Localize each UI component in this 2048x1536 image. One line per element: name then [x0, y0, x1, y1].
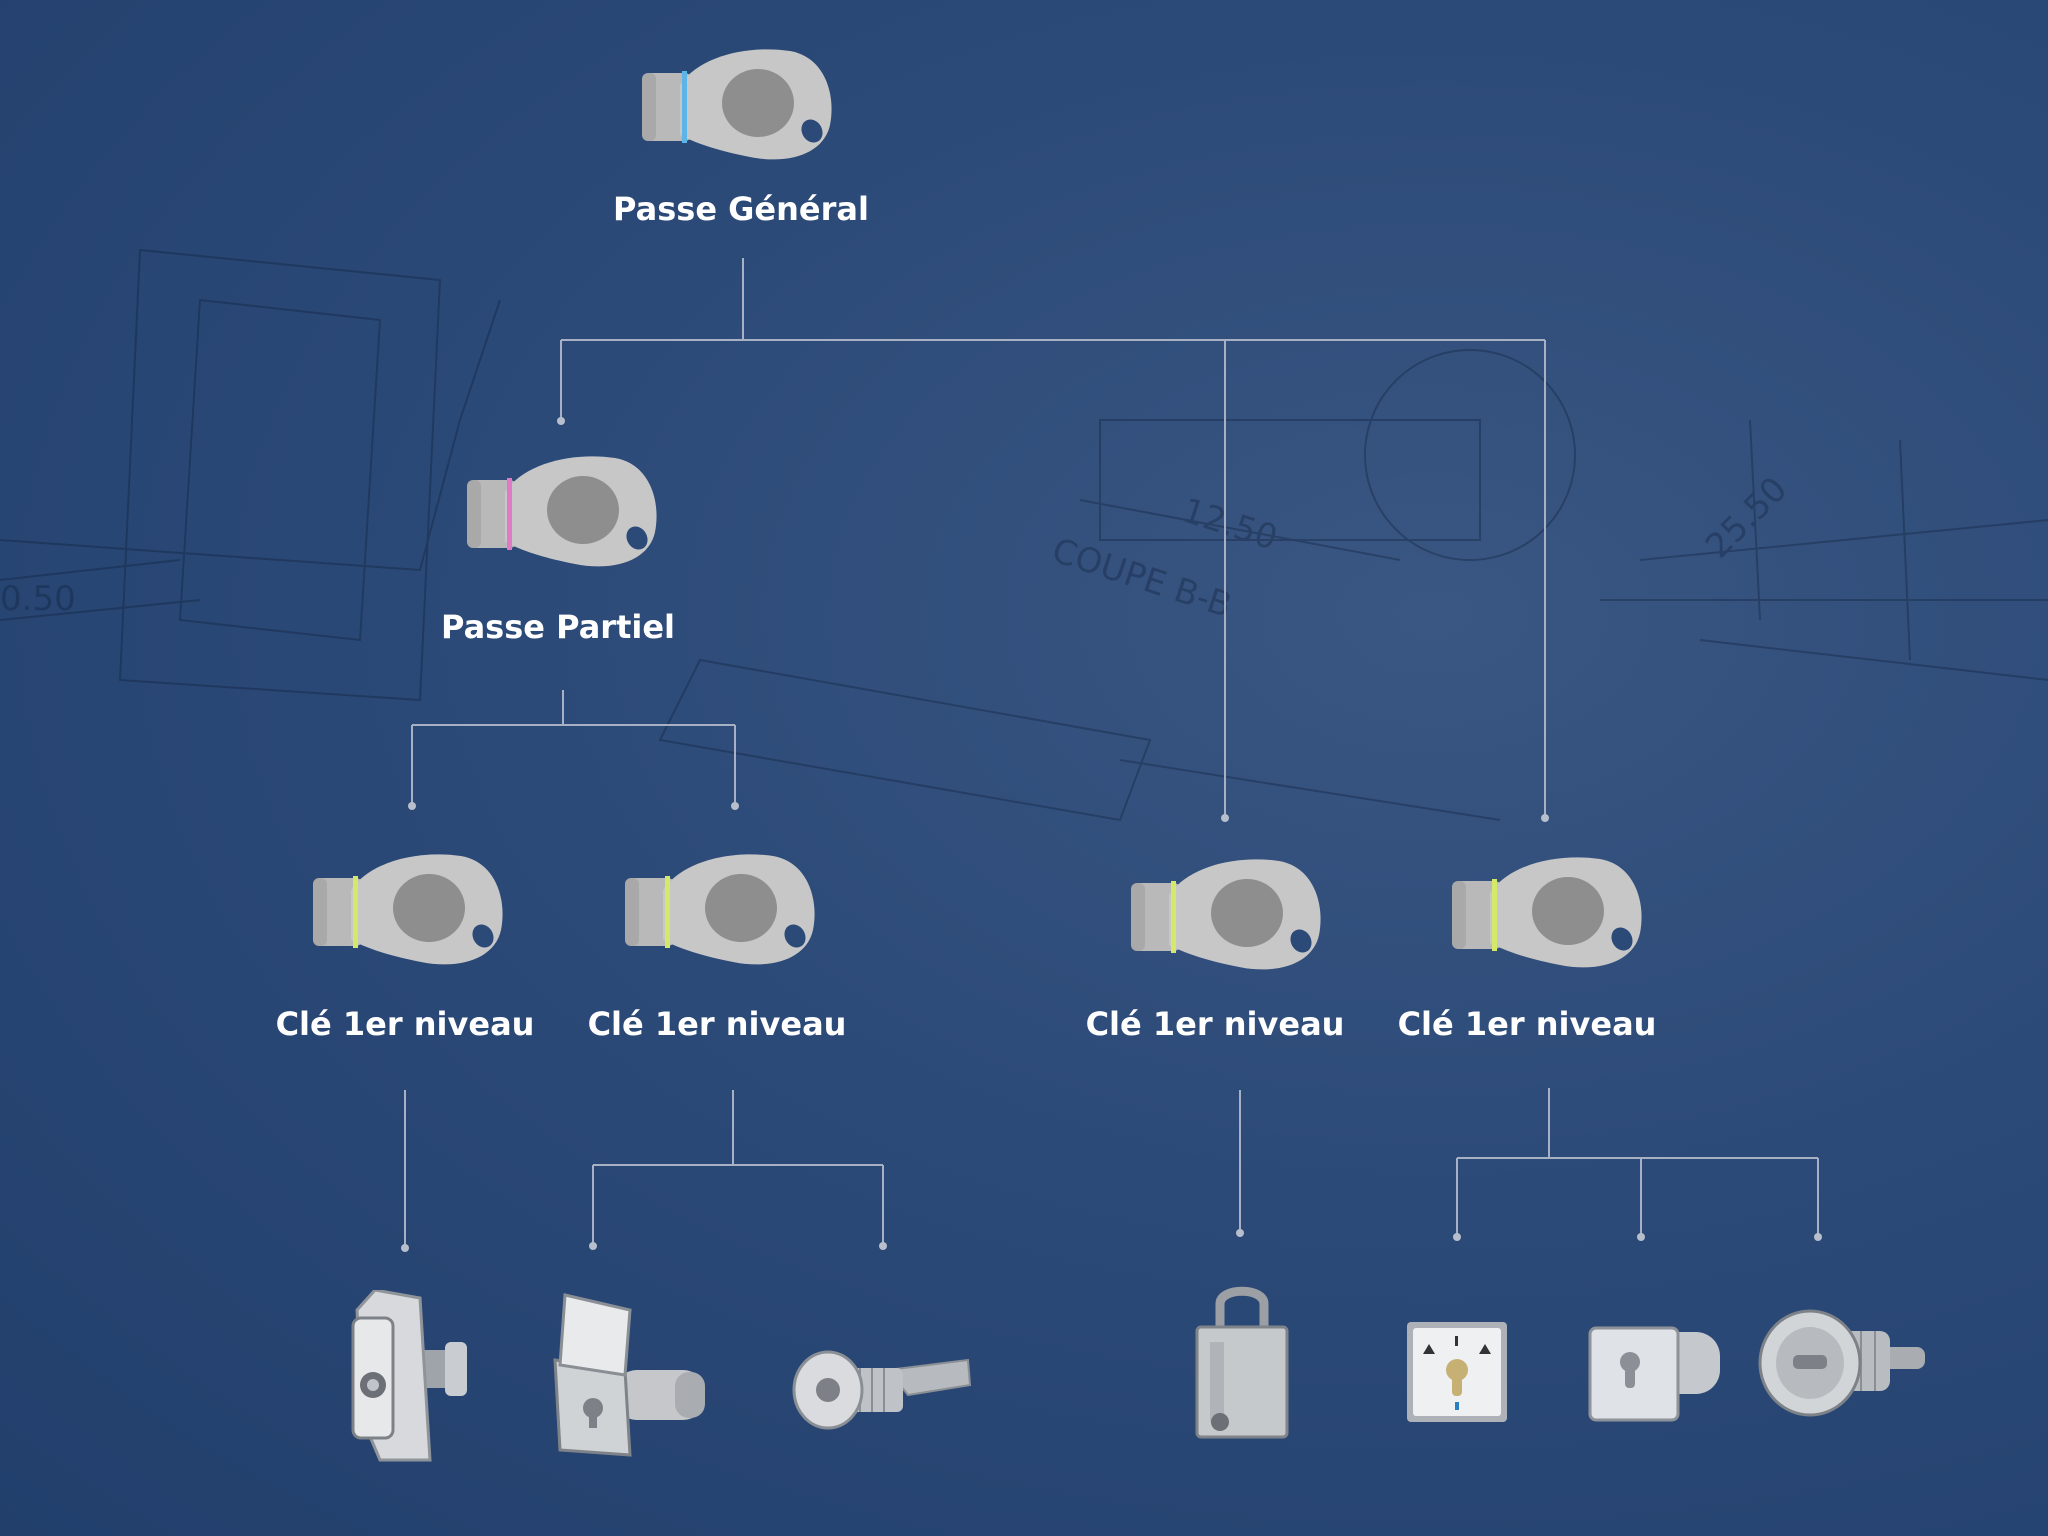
t-handle-lock-icon	[351, 1290, 467, 1462]
padlock-icon	[1195, 1286, 1289, 1439]
level1-key	[1450, 853, 1646, 973]
level1-key-label: Clé 1er niveau	[1085, 1005, 1345, 1043]
level1-key	[1129, 855, 1325, 975]
level1-key	[623, 850, 819, 970]
key-fob-icon	[1129, 855, 1325, 975]
key-fob-icon	[623, 850, 819, 970]
flap-cylinder-lock-icon	[553, 1293, 705, 1457]
round-cylinder-lock-icon	[1758, 1309, 1925, 1417]
square-cylinder-lock-icon	[1588, 1326, 1720, 1422]
level1-key-label: Clé 1er niveau	[587, 1005, 847, 1043]
key-fob-icon	[1450, 853, 1646, 973]
key-switch-icon	[1407, 1322, 1507, 1422]
key-fob-icon	[465, 452, 661, 572]
master-key	[640, 45, 836, 165]
level1-key	[311, 850, 507, 970]
level1-key-label: Clé 1er niveau	[275, 1005, 535, 1043]
svg-text:0.50: 0.50	[0, 579, 76, 619]
master-key-label: Passe Général	[613, 190, 869, 228]
key-fob-icon	[311, 850, 507, 970]
cam-lock-icon	[792, 1350, 972, 1430]
partial-key-label: Passe Partiel	[440, 608, 676, 646]
key-fob-icon	[640, 45, 836, 165]
partial-key	[465, 452, 661, 572]
level1-key-label: Clé 1er niveau	[1397, 1005, 1657, 1043]
